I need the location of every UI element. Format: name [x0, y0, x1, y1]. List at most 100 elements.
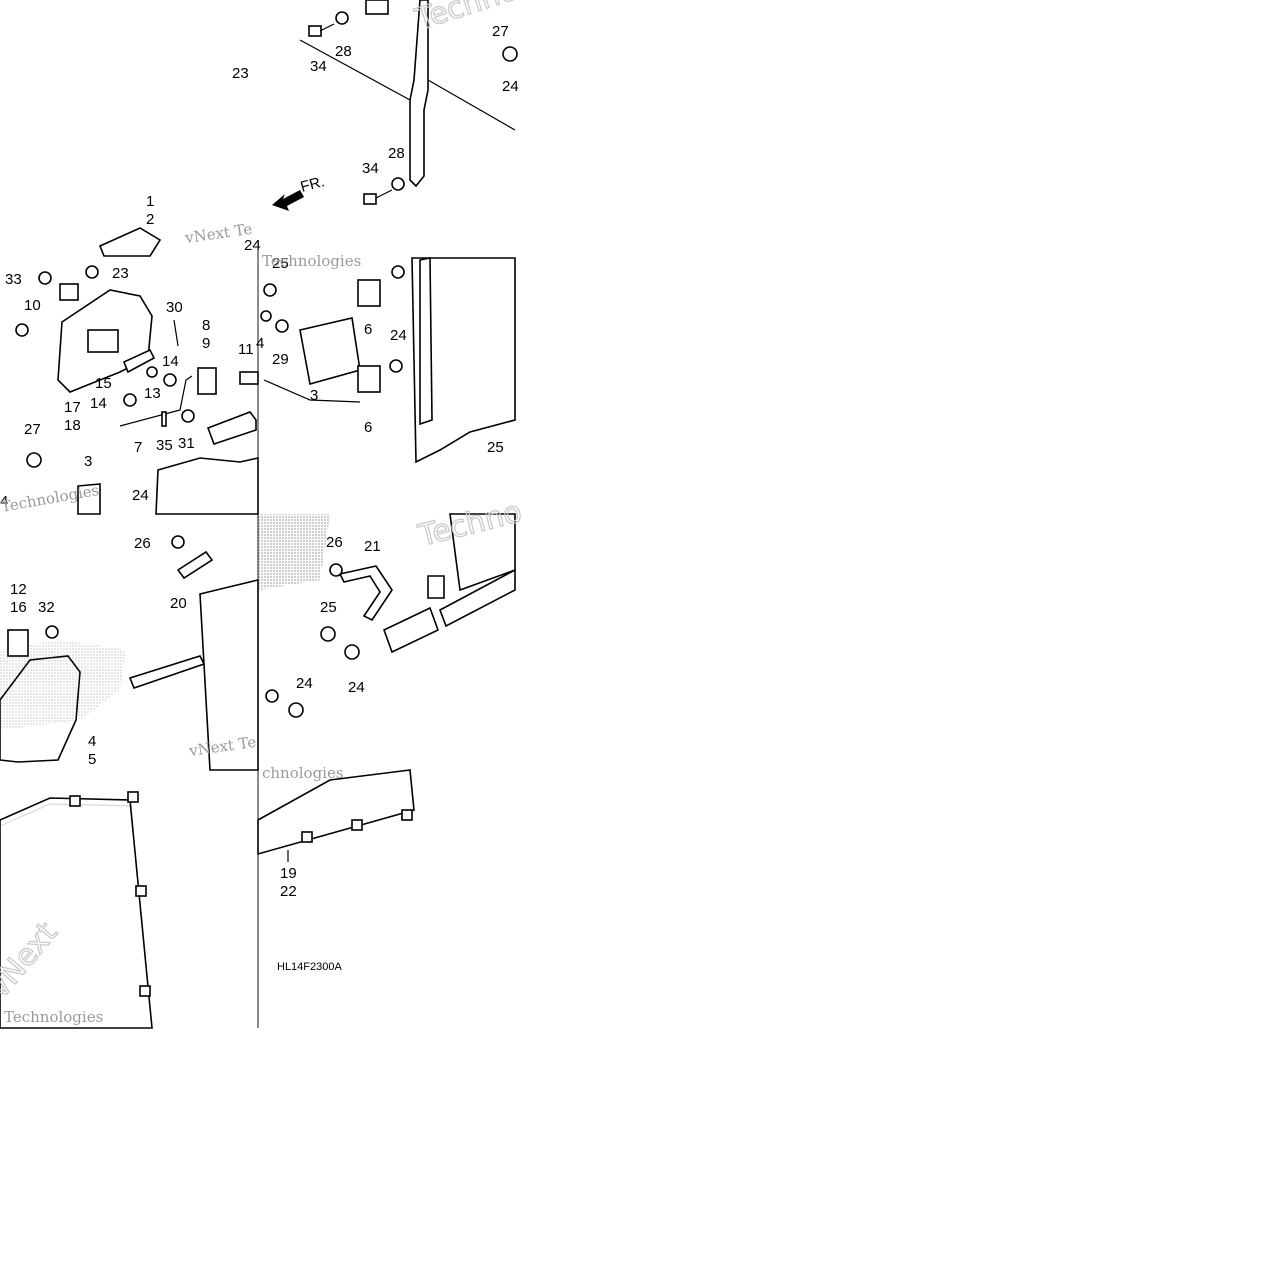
cargo-net-edge	[257, 769, 415, 856]
callout-28-b: 28	[388, 145, 405, 162]
net-clip-f-icon	[351, 819, 363, 831]
watermark-chnologies: chnologies	[262, 764, 344, 782]
panel-latch-assembly: 33 23 10 30 8 9 11 14 15 13 14 17 18 7 3…	[0, 265, 259, 516]
callout-7: 7	[134, 439, 142, 456]
callout-26-b: 26	[326, 534, 343, 551]
callout-24: 24	[502, 78, 519, 95]
door-frame-rail	[409, 0, 429, 188]
screw-23-icon	[85, 265, 99, 279]
callout-17: 17	[64, 399, 81, 416]
watermark-technologies-3: Technologies	[4, 1008, 103, 1026]
nut-14-icon	[163, 373, 177, 387]
bracket-8-icon	[197, 367, 217, 395]
door-shading	[0, 640, 126, 730]
net-clip-d-icon	[139, 985, 151, 997]
net-strap-right	[439, 568, 516, 628]
panel-grab-handle: 26 21 25 24 24 Techno chnologies	[258, 494, 526, 782]
callout-30: 30	[166, 299, 183, 316]
hinge-3-icon	[77, 483, 101, 515]
hinge-plate-6-lower	[357, 365, 381, 393]
callout-34-b: 34	[362, 160, 379, 177]
washer-29-icon	[275, 319, 289, 333]
callout-13: 13	[144, 385, 161, 402]
strap-20-icon	[176, 550, 214, 580]
callout-1: 1	[146, 193, 154, 210]
callout-21: 21	[364, 538, 381, 555]
watermark-vnext-1: vNext Te	[183, 220, 253, 247]
net-clip-g-icon	[301, 831, 313, 843]
callout-3: 3	[84, 453, 92, 470]
callout-24-c: 24	[390, 327, 407, 344]
nut-14-b-icon	[123, 393, 137, 407]
callout-5: 5	[88, 751, 96, 768]
bolt-31-icon	[181, 409, 195, 423]
callout-9: 9	[202, 335, 210, 352]
diagram-code: HL14F2300A	[277, 961, 342, 973]
callout-23-b: 23	[112, 265, 129, 282]
callout-19: 19	[280, 865, 297, 882]
callout-33: 33	[5, 271, 22, 288]
washer-28-icon	[335, 11, 349, 25]
bolt-26-icon	[171, 535, 185, 549]
upper-hinge-bracket	[365, 0, 389, 15]
callout-8: 8	[202, 317, 210, 334]
callout-28: 28	[335, 43, 352, 60]
net-strap	[128, 655, 206, 690]
panel-door-hinge: 25 6 24 4 29 3 6 25 24 Technologies	[244, 237, 516, 464]
panel-cargo-net-right: 19 22 HL14F2300A	[257, 769, 415, 973]
callout-6-b: 6	[364, 419, 372, 436]
panel-shading	[258, 514, 330, 590]
callout-4-b: 4	[256, 335, 264, 352]
callout-10: 10	[24, 297, 41, 314]
callout-25-b: 25	[487, 439, 504, 456]
hinge-12-icon	[7, 629, 29, 657]
nut-24-icon	[502, 46, 518, 62]
callout-18: 18	[64, 417, 81, 434]
bolt-24-b-icon	[288, 702, 304, 718]
callout-34: 34	[310, 58, 327, 75]
door-handle-cover	[98, 227, 162, 257]
callout-3-b: 3	[310, 387, 318, 404]
screw-33-icon	[38, 271, 52, 285]
callout-26: 26	[134, 535, 151, 552]
net-clip-e-icon	[401, 809, 413, 821]
bolt-32-icon	[45, 625, 59, 639]
door-pillar	[419, 257, 433, 426]
callout-23: 23	[232, 65, 249, 82]
bolt-4-icon	[260, 310, 272, 322]
bolt-left-icon	[263, 283, 277, 297]
latch-plate	[206, 411, 257, 446]
pin-11-icon	[239, 371, 259, 385]
callout-6: 6	[364, 321, 372, 338]
callout-24-d: 24	[244, 237, 261, 254]
callout-25-c: 25	[320, 599, 337, 616]
clip-10-icon	[59, 283, 79, 301]
bolt-34-icon	[308, 23, 335, 37]
net-clip-c-icon	[135, 885, 147, 897]
nut-top-icon	[391, 265, 405, 279]
watermark-technologies-2: Technologies	[262, 252, 361, 270]
callout-25: 25	[272, 255, 289, 272]
hinge-3-main	[299, 317, 361, 386]
cargo-net-right	[449, 513, 516, 592]
d-ring-icon	[427, 575, 445, 599]
bolt-24-icon	[344, 644, 360, 660]
washer-25-icon	[320, 626, 336, 642]
callout-27: 27	[492, 23, 509, 40]
net-clip-b-icon	[69, 795, 81, 807]
net-clip-icon	[127, 791, 139, 803]
fr-arrow-icon	[272, 190, 304, 211]
washer-28-lower-icon	[391, 177, 405, 191]
bolt-26-b-icon	[329, 563, 343, 577]
callout-4-c: 4	[88, 733, 96, 750]
rod-7-icon	[119, 375, 193, 427]
door-panel-lower	[155, 457, 259, 515]
spring-15-icon	[122, 348, 156, 374]
cargo-net-large	[0, 797, 153, 1029]
nut-24-c-icon	[389, 359, 403, 373]
callout-15: 15	[95, 375, 112, 392]
callout-35: 35	[156, 437, 173, 454]
callout-31: 31	[178, 435, 195, 452]
callout-14-b: 14	[90, 395, 107, 412]
